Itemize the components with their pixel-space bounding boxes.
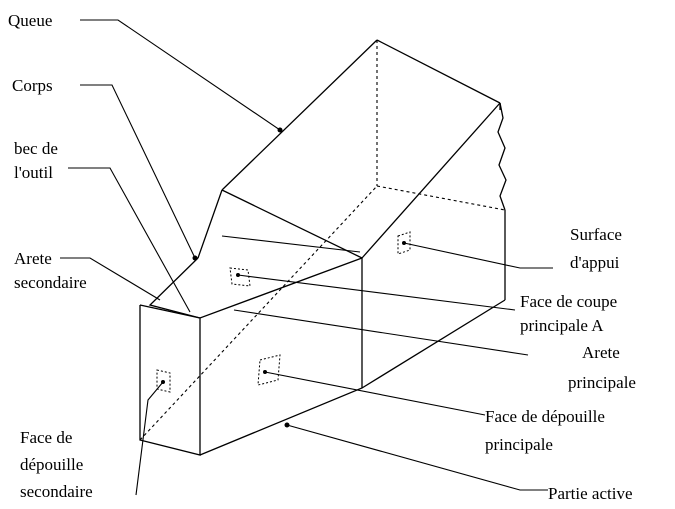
- leader-queue-dot: [277, 127, 283, 133]
- labels: Queue Corps bec de l'outil Arete seconda…: [8, 11, 636, 503]
- leader-arete-principale: [233, 309, 529, 356]
- label-face-depouille-secondaire-line3: secondaire: [20, 482, 93, 501]
- leader-face-depouille-secondaire: [135, 381, 164, 496]
- label-face-depouille-secondaire-line2: dépouille: [20, 455, 83, 474]
- leader-face-coupe: [237, 274, 516, 311]
- label-partie-active: Partie active: [548, 484, 633, 503]
- leader-arete-secondaire: [60, 257, 161, 301]
- label-surface-appui-line2: d'appui: [570, 253, 620, 272]
- shank-bottom-edge: [361, 299, 506, 389]
- rake-face-marker: [229, 267, 251, 287]
- shank-to-head-edge: [197, 189, 223, 259]
- leader-corps: [80, 84, 196, 259]
- hidden-long-diagonal: [139, 185, 378, 441]
- rake-face-outline: [148, 257, 363, 319]
- label-corps: Corps: [12, 76, 53, 95]
- label-bec-line1: bec de: [14, 139, 58, 158]
- label-surface-appui-line1: Surface: [570, 225, 622, 244]
- tool-hidden-edges: [139, 40, 506, 441]
- secondary-flank-marker: [156, 369, 171, 393]
- leader-lines: [60, 19, 553, 496]
- leader-corps-dot: [192, 255, 198, 261]
- label-face-depouille-secondaire-line1: Face de: [20, 428, 72, 447]
- tool-visible-edges: [139, 39, 507, 456]
- leader-partie-active: [286, 424, 548, 491]
- leader-face-depouille-principale: [264, 371, 486, 416]
- leader-partie-active-dot: [284, 422, 290, 428]
- label-face-depouille-principale-line2: principale: [485, 435, 553, 454]
- label-arete-principale-line2: principale: [568, 373, 636, 392]
- shank-top-front-edge: [221, 39, 378, 191]
- label-face-coupe-line1: Face de coupe: [520, 292, 617, 311]
- label-bec-line2: l'outil: [14, 163, 53, 182]
- principal-flank-marker: [257, 354, 281, 386]
- label-face-depouille-principale-line1: Face de dépouille: [485, 407, 605, 426]
- label-arete-secondaire-line2: secondaire: [14, 273, 87, 292]
- leader-bec: [68, 167, 191, 313]
- hidden-back-bottom-edge: [376, 185, 506, 211]
- leader-queue: [80, 19, 281, 131]
- leader-rake-internal: [221, 235, 361, 253]
- shank-top-long-edge: [361, 102, 501, 259]
- shank-top-diagonal-edge: [221, 189, 363, 259]
- bearing-surface-marker: [397, 231, 411, 255]
- leader-surface-appui: [403, 242, 553, 269]
- shank-broken-end: [497, 102, 507, 211]
- label-arete-secondaire-line1: Arete: [14, 249, 52, 268]
- label-arete-principale-line1: Arete: [582, 343, 620, 362]
- label-queue: Queue: [8, 11, 52, 30]
- shank-top-right-edge: [376, 39, 501, 104]
- label-face-coupe-line2: principale A: [520, 316, 604, 335]
